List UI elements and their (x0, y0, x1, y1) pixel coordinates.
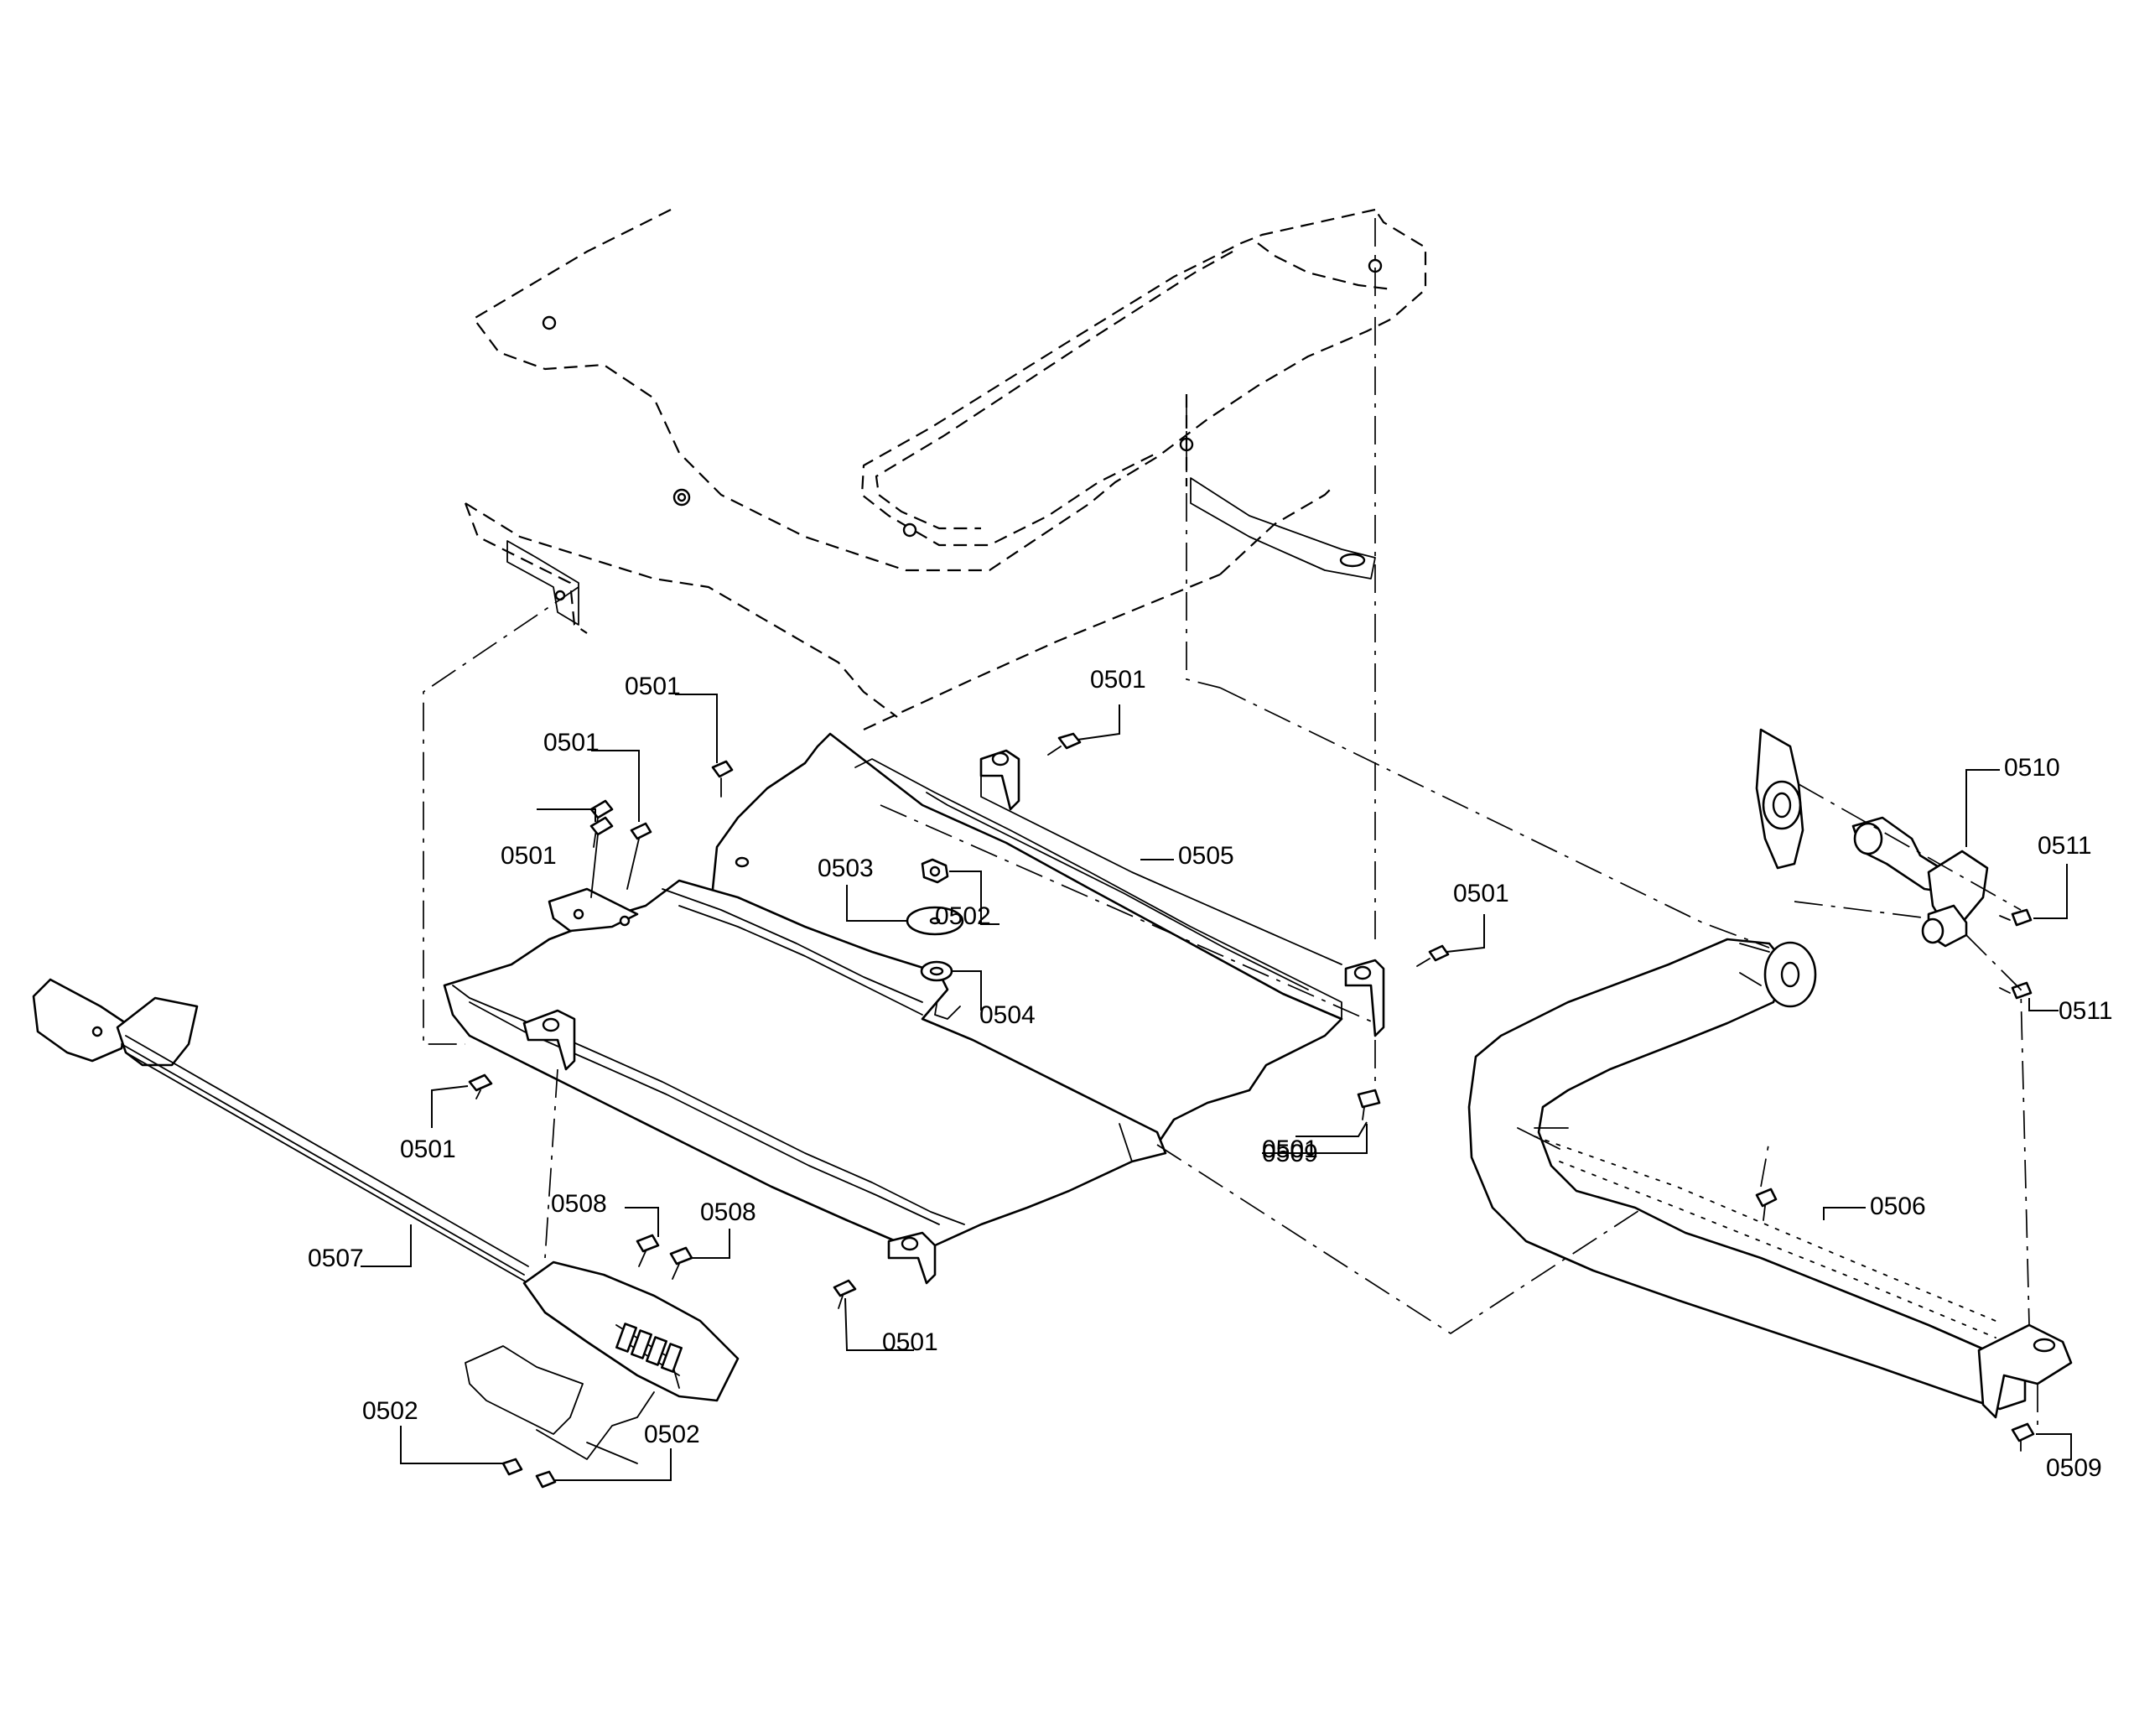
screw-h (833, 1279, 857, 1309)
screw-d (711, 760, 734, 798)
part-number-label: 0501 (400, 1136, 456, 1163)
burner-tube (1467, 938, 2073, 1419)
screw-c (626, 822, 652, 890)
part-number-label: 0508 (551, 1190, 607, 1218)
callout-leader-0503 (846, 885, 907, 922)
part-number-label: 0507 (308, 1245, 364, 1272)
part-callouts: 0501 0501 0501 0501 0501 0501 0501 0501 0502 0502… (308, 666, 2113, 1482)
callout-leader-0501 (1295, 1121, 1368, 1137)
part-number-label: 0501 (1453, 880, 1509, 907)
callout-leader-0511 (2028, 998, 2059, 1011)
callout-leader-0508 (692, 1229, 730, 1259)
part-number-label: 0501 (501, 842, 557, 870)
bake-shield-panel (443, 732, 1385, 1285)
callout-leader-0501 (537, 808, 596, 822)
callout-leader-0501 (431, 1085, 469, 1128)
screw-f (1416, 944, 1450, 967)
part-number-label: 0511 (2059, 997, 2113, 1025)
rear-panel-outline (464, 394, 1334, 730)
screws (468, 732, 2035, 1452)
right-mounting-bracket (1190, 477, 1376, 580)
part-number-label: 0504 (979, 1001, 1036, 1029)
part-number-label: 0509 (1262, 1140, 1318, 1167)
nut-washer-stack (906, 858, 964, 982)
part-number-label: 0511 (2038, 832, 2092, 860)
screw-j (2011, 1422, 2035, 1452)
part-number-label: 0501 (625, 673, 681, 700)
screw-l (1999, 908, 2033, 927)
part-number-label: 0502 (644, 1421, 700, 1448)
callout-leader-0501 (1077, 704, 1120, 741)
callout-leader-0511 (2033, 864, 2068, 919)
orifice-fitting (1755, 728, 1989, 948)
part-number-label: 0502 (935, 902, 991, 930)
screw-g (468, 1073, 493, 1099)
callout-leader-0504 (952, 970, 982, 1011)
callout-leader-0508 (625, 1207, 659, 1237)
callout-leader-0502 (555, 1448, 672, 1481)
part-number-label: 0501 (882, 1328, 938, 1356)
part-number-label: 0506 (1870, 1193, 1926, 1220)
screw-e (1047, 732, 1082, 756)
callout-leader-0509 (2036, 1433, 2072, 1459)
part-number-label: 0505 (1178, 842, 1234, 870)
screw-b (589, 816, 614, 898)
part-number-label: 0502 (362, 1397, 418, 1425)
callout-leader-0501 (591, 750, 640, 822)
oven-cavity-floor-outline (472, 208, 1427, 572)
screw-i (1357, 1089, 1381, 1120)
screw-k (1755, 1188, 1778, 1221)
callout-leader-0501 (844, 1297, 914, 1351)
ignitor-assembly (32, 978, 740, 1489)
assembly-lines (423, 218, 2038, 1426)
part-number-label: 0510 (2004, 754, 2060, 782)
callout-leader-0501 (1446, 914, 1485, 953)
callout-leader-0507 (361, 1224, 412, 1267)
part-number-label: 0509 (2046, 1454, 2102, 1482)
callout-leader-0510 (1965, 769, 2000, 847)
part-number-label: 0501 (1262, 1136, 1318, 1163)
callout-leader-0501 (675, 694, 718, 763)
left-mounting-bracket (506, 540, 579, 626)
callout-leader-0502 (400, 1426, 503, 1464)
part-number-label: 0508 (700, 1198, 756, 1226)
part-number-label: 0503 (818, 855, 874, 882)
part-number-label: 0501 (543, 729, 600, 756)
callout-leader-0502 (949, 871, 1000, 925)
ignitor-terminals (615, 1323, 683, 1373)
callout-leader-0509 (1262, 1124, 1368, 1154)
callout-leader-0506 (1823, 1207, 1866, 1220)
part-number-label: 0501 (1090, 666, 1146, 694)
